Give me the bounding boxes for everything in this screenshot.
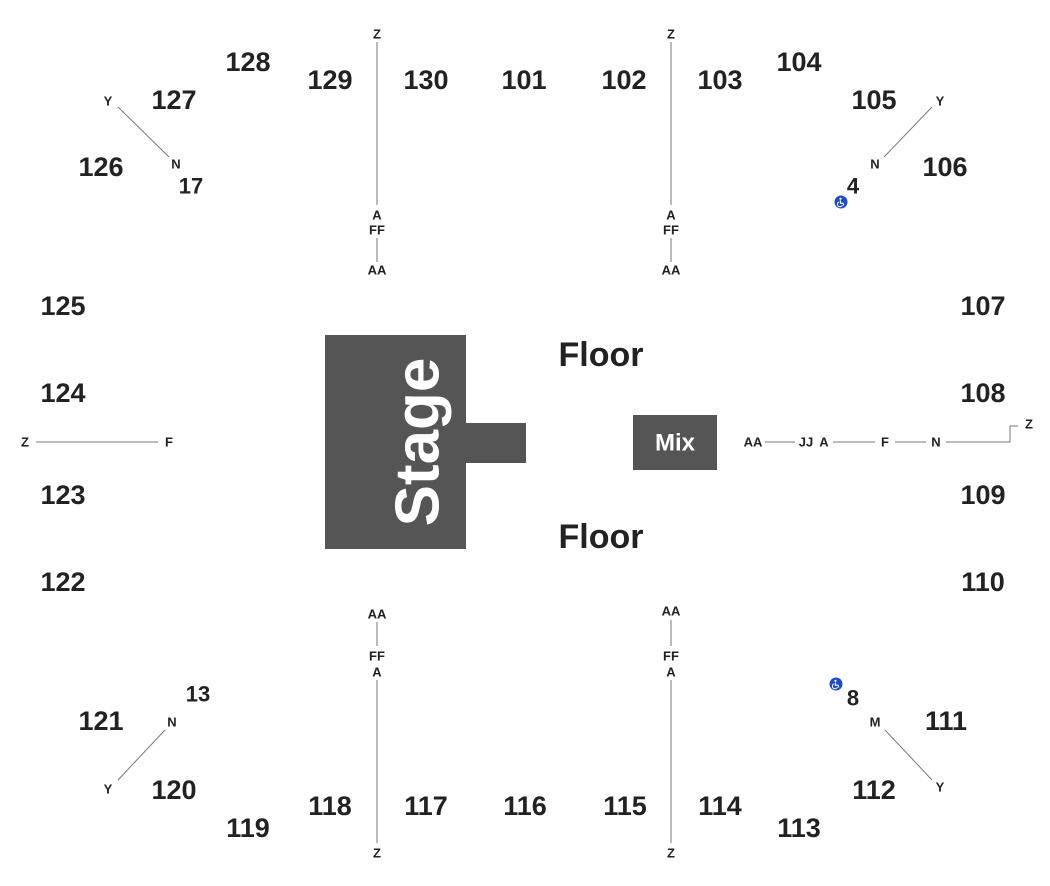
row-marker: FF (369, 223, 385, 238)
gate-number: 8 (847, 686, 859, 711)
section-label[interactable]: 115 (603, 791, 647, 821)
row-marker: F (165, 435, 173, 450)
section-label[interactable]: 104 (776, 47, 821, 77)
section-label[interactable]: 120 (151, 775, 196, 805)
section-label[interactable]: 119 (226, 813, 270, 843)
section-label[interactable]: 121 (78, 706, 123, 736)
section-label[interactable]: 107 (960, 291, 1005, 321)
row-marker: Z (21, 435, 29, 450)
section-label[interactable]: 122 (40, 567, 85, 597)
row-marker: AA (368, 607, 387, 622)
row-marker: Y (104, 94, 113, 109)
section-label[interactable]: 101 (501, 65, 546, 95)
section-label[interactable]: 102 (601, 65, 646, 95)
row-marker: Z (373, 27, 381, 42)
section-label[interactable]: 124 (40, 378, 85, 408)
section-label[interactable]: 105 (851, 85, 896, 115)
row-marker: A (666, 665, 676, 680)
section-label[interactable]: 108 (960, 378, 1005, 408)
section-label[interactable]: 126 (78, 152, 123, 182)
row-marker: Z (373, 846, 381, 861)
stage-thrust (465, 423, 526, 463)
row-marker: Z (1025, 417, 1033, 432)
aisle-line (884, 729, 933, 781)
row-marker: N (870, 157, 879, 172)
floor-label: Floor (559, 518, 644, 556)
section-label[interactable]: 130 (403, 65, 448, 95)
row-marker: Y (936, 94, 945, 109)
aisle-line (117, 106, 170, 158)
section-label[interactable]: 110 (961, 567, 1005, 597)
row-marker: AA (744, 435, 763, 450)
row-marker: M (870, 715, 881, 730)
gate-number: 13 (186, 682, 210, 707)
row-marker: JJ (799, 435, 813, 450)
gate-number: 4 (847, 174, 860, 199)
section-label[interactable]: 112 (852, 775, 896, 805)
aisle-line (117, 729, 166, 781)
section-label[interactable]: 125 (40, 291, 85, 321)
row-marker: N (171, 157, 180, 172)
row-marker: A (819, 435, 829, 450)
row-marker: Y (936, 780, 945, 795)
row-marker: AA (662, 604, 681, 619)
row-marker: FF (663, 649, 679, 664)
section-label[interactable]: 128 (225, 47, 270, 77)
row-marker: N (167, 715, 176, 730)
section-label[interactable]: 123 (40, 480, 85, 510)
row-marker: F (881, 435, 889, 450)
aisle-line (946, 425, 1018, 443)
section-label[interactable]: 117 (404, 791, 448, 821)
section-label[interactable]: 116 (503, 791, 547, 821)
gate-number: 17 (179, 174, 203, 199)
row-marker: AA (662, 263, 681, 278)
section-label[interactable]: 106 (922, 152, 967, 182)
section-label[interactable]: 129 (307, 65, 352, 95)
row-marker: FF (663, 223, 679, 238)
section-label[interactable]: 111 (925, 706, 967, 736)
row-marker: FF (369, 649, 385, 664)
section-label[interactable]: 109 (960, 480, 1005, 510)
row-marker: AA (368, 263, 387, 278)
aisle-line (883, 106, 933, 158)
wheelchair-icon (829, 677, 843, 691)
stage (325, 335, 466, 549)
section-label[interactable]: 113 (777, 813, 821, 843)
row-marker: A (666, 208, 676, 223)
row-marker: N (931, 435, 940, 450)
section-label[interactable]: 127 (151, 85, 196, 115)
section-label[interactable]: 114 (698, 791, 742, 821)
floor-label: Floor (559, 336, 644, 374)
mix-label: Mix (655, 430, 696, 457)
mix-booth (633, 415, 717, 470)
row-marker: A (372, 208, 382, 223)
row-marker: Y (104, 782, 113, 797)
row-marker: Z (667, 846, 675, 861)
stage-label: Stage (384, 358, 453, 527)
section-label[interactable]: 118 (308, 791, 352, 821)
wheelchair-icon (834, 195, 848, 209)
row-marker: A (372, 665, 382, 680)
section-label[interactable]: 103 (697, 65, 742, 95)
row-marker: Z (667, 27, 675, 42)
